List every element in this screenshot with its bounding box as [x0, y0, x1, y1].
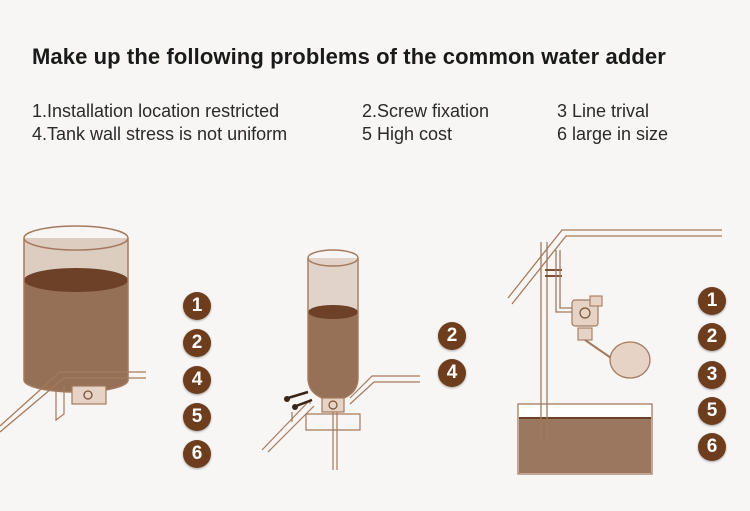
badge-bottle-4: 4 — [438, 359, 466, 387]
float-valve-illustration — [507, 229, 722, 475]
problem-3: 3 Line trival — [557, 101, 650, 121]
bottle-adder-illustration — [261, 249, 420, 470]
problem-5: 5 High cost — [362, 124, 453, 144]
badge-tank-1: 1 — [183, 292, 211, 320]
badge-tank-5: 5 — [183, 403, 211, 431]
problem-6: 6 large in size — [557, 124, 669, 144]
tank-adder-illustration — [0, 225, 146, 433]
badge-tank-6: 6 — [183, 440, 211, 468]
badge-valve-5: 5 — [698, 397, 726, 425]
badge-bottle-2: 2 — [438, 322, 466, 350]
page-title: Make up the following problems of the co… — [32, 44, 666, 69]
problem-1: 1.Installation location restricted — [32, 101, 280, 121]
badge-valve-6: 6 — [698, 433, 726, 461]
badge-valve-3: 3 — [698, 361, 726, 389]
badge-tank-2: 2 — [183, 329, 211, 357]
badge-tank-4: 4 — [183, 366, 211, 394]
badge-valve-2: 2 — [698, 323, 726, 351]
badge-valve-1: 1 — [698, 287, 726, 315]
problem-4: 4.Tank wall stress is not uniform — [32, 124, 288, 144]
problem-2: 2.Screw fixation — [362, 101, 490, 121]
